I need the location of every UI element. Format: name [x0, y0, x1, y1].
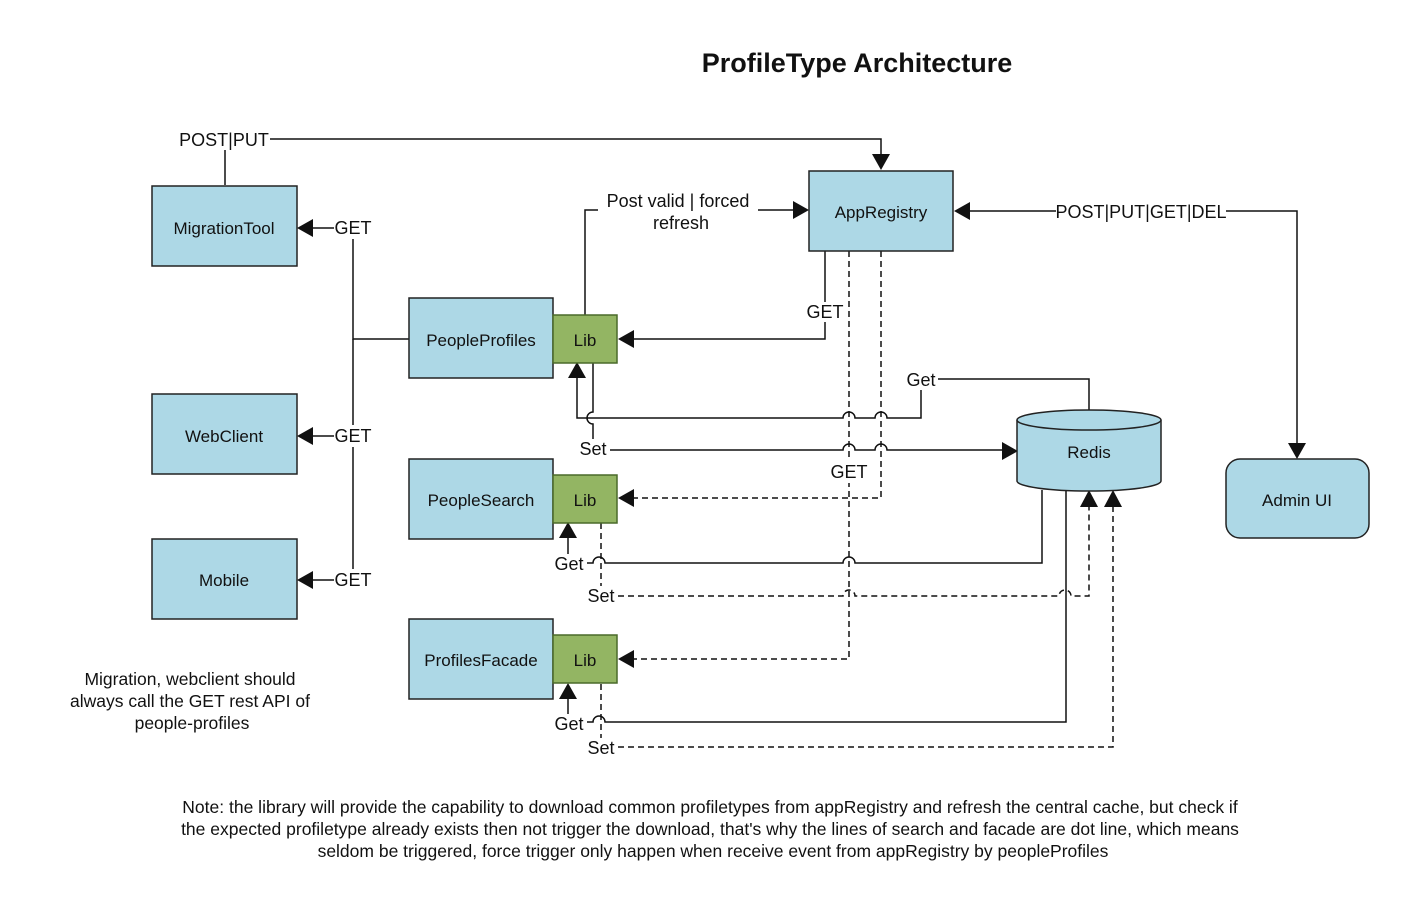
arrowhead	[618, 330, 634, 348]
edge-set-peoplesearch-redis	[600, 506, 1090, 597]
node-label: PeopleSearch	[428, 491, 535, 510]
node-people-search[interactable]: PeopleSearch	[408, 458, 554, 540]
node-app-registry[interactable]: AppRegistry	[808, 170, 954, 252]
edge-admin-registry	[968, 210, 1298, 443]
node-label: Lib	[574, 331, 597, 350]
node-profiles-facade[interactable]: ProfilesFacade	[408, 618, 554, 700]
node-mobile[interactable]: Mobile	[151, 538, 298, 620]
edge-label-set: Set	[587, 586, 614, 606]
diagram-title: ProfileType Architecture	[702, 48, 1013, 78]
edge-registry-get-peopleprofiles	[632, 251, 826, 340]
edge-redis-get-peoplesearch	[567, 490, 1043, 564]
edge-get-mobile	[312, 339, 354, 581]
edge-registry-get-profilesfacade	[632, 251, 850, 660]
node-label: Lib	[574, 491, 597, 510]
edge-label-post-put-get-del: POST|PUT|GET|DEL	[1055, 202, 1226, 222]
edge-get-migration	[312, 227, 409, 340]
arrowhead	[297, 427, 313, 445]
footer-note-line: the expected profiletype already exists …	[181, 819, 1239, 839]
edge-registry-get-peoplesearch	[632, 251, 882, 499]
arrowhead	[297, 219, 313, 237]
arrowhead	[618, 650, 634, 668]
edge-label-get: GET	[334, 570, 371, 590]
node-lib-people-search[interactable]: Lib	[552, 474, 618, 524]
edge-label-get: GET	[806, 302, 843, 322]
edge-label-get-redis: Get	[554, 714, 583, 734]
edge-label-get-redis: Get	[554, 554, 583, 574]
node-lib-people-profiles[interactable]: Lib	[552, 314, 618, 364]
arrowhead	[618, 489, 634, 507]
node-label: AppRegistry	[835, 203, 928, 222]
node-label: MigrationTool	[173, 219, 274, 238]
arrowhead	[568, 362, 586, 378]
edge-label-get: GET	[334, 426, 371, 446]
footer-note-line: seldom be triggered, force trigger only …	[318, 841, 1109, 861]
node-label: WebClient	[185, 427, 263, 446]
edge-label-get-redis: Get	[906, 370, 935, 390]
arrowhead	[559, 683, 577, 699]
arrowhead	[954, 202, 970, 220]
edge-label-post-valid-1: Post valid | forced	[607, 191, 750, 211]
node-label: Admin UI	[1262, 491, 1332, 510]
edge-label-set: Set	[587, 738, 614, 758]
arrowhead	[872, 154, 890, 170]
node-label: ProfilesFacade	[424, 651, 537, 670]
edge-label-get: GET	[830, 462, 867, 482]
edge-label-set: Set	[579, 439, 606, 459]
edge-migration-post	[224, 138, 882, 185]
arrowhead	[1104, 490, 1122, 507]
arrowhead	[1080, 490, 1098, 507]
edge-label-post-put: POST|PUT	[179, 130, 269, 150]
node-redis[interactable]: Redis	[1016, 409, 1162, 492]
arrowhead	[559, 522, 577, 538]
side-note-line: people-profiles	[135, 713, 250, 733]
node-label: PeopleProfiles	[426, 331, 536, 350]
node-migration-tool[interactable]: MigrationTool	[151, 185, 298, 267]
node-web-client[interactable]: WebClient	[151, 393, 298, 475]
node-label: Mobile	[199, 571, 249, 590]
node-label: Redis	[1067, 443, 1110, 462]
footer-note-line: Note: the library will provide the capab…	[182, 797, 1238, 817]
node-lib-profiles-facade[interactable]: Lib	[552, 634, 618, 684]
side-note-line: always call the GET rest API of	[70, 691, 310, 711]
node-admin-ui[interactable]: Admin UI	[1225, 458, 1370, 539]
edge-label-post-valid-2: refresh	[653, 213, 709, 233]
edge-label-get: GET	[334, 218, 371, 238]
edge-redis-get-profilesfacade	[567, 490, 1067, 723]
arrowhead	[1288, 443, 1306, 459]
edge-set-profilesfacade-redis	[600, 506, 1114, 748]
node-label: Lib	[574, 651, 597, 670]
node-people-profiles[interactable]: PeopleProfiles	[408, 297, 554, 379]
side-note-line: Migration, webclient should	[84, 669, 295, 689]
edge-set-peopleprofiles-redis	[586, 363, 1004, 451]
arrowhead	[297, 571, 313, 589]
arrowhead	[793, 201, 809, 219]
edge-redis-get-peopleprofiles	[576, 376, 1090, 419]
arrowhead	[1002, 442, 1018, 460]
